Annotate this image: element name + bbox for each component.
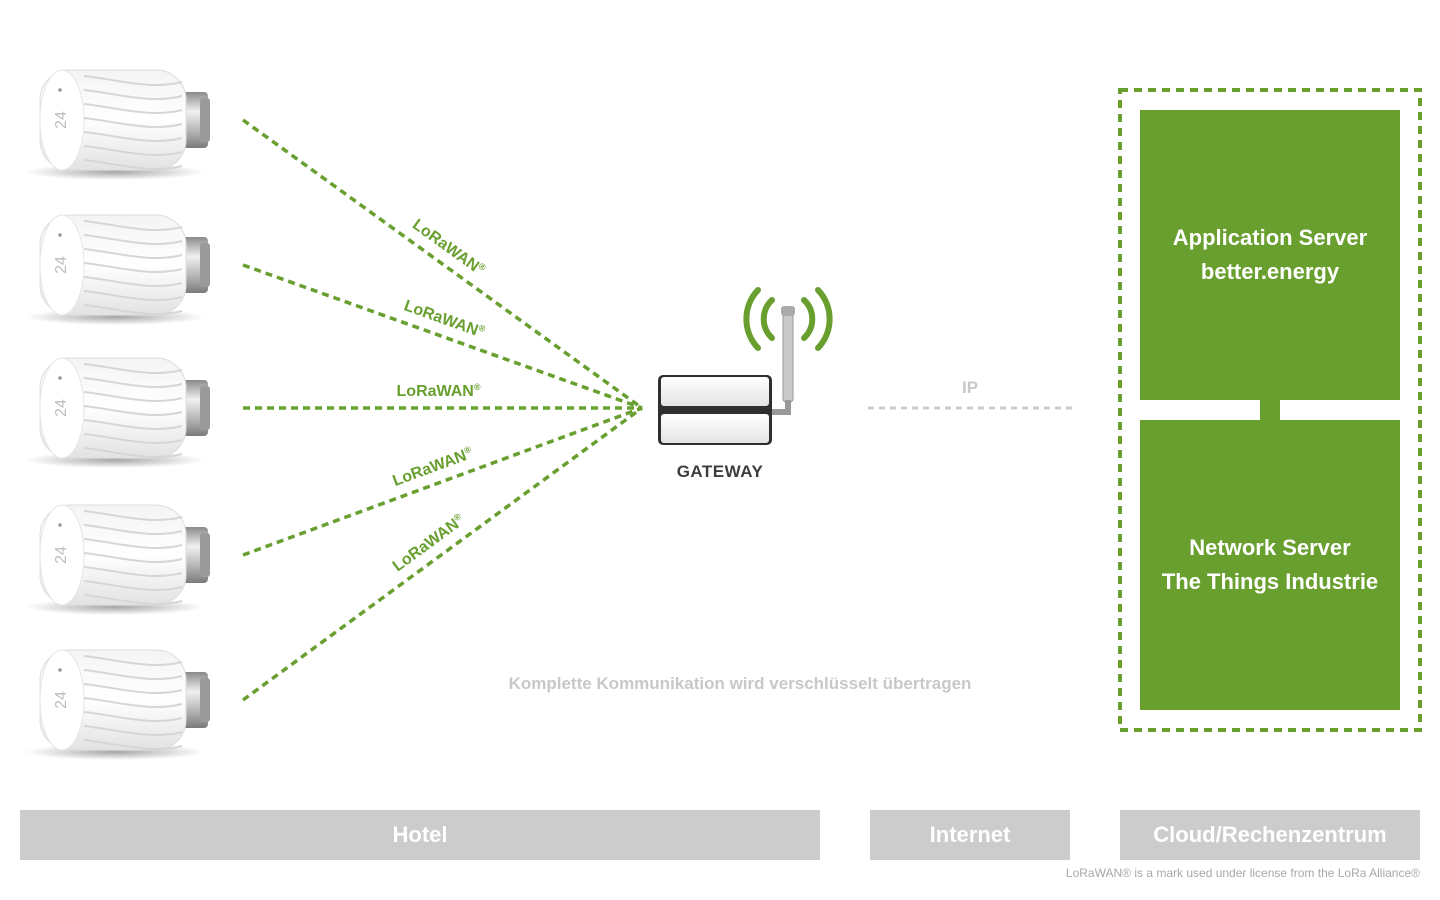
thermostat-display-value: 24 [53,399,70,417]
lorawan-label: LoRaWAN® [397,382,481,400]
trademark-footnote: LoRaWAN® is a mark used under license fr… [1065,866,1420,880]
lorawan-link-line [241,406,644,702]
server-connector [1260,398,1280,422]
thermostat-display-value: 24 [53,111,70,129]
lorawan-link-line [241,118,644,410]
lorawan-link-line [242,406,643,557]
thermostat-display-value: 24 [53,546,70,564]
gateway-label: GATEWAY [676,462,764,481]
application-server-box: Application Server better.energy [1140,110,1400,400]
encryption-caption: Komplette Kommunikation wird verschlüsse… [508,674,972,693]
lorawan-label: LoRaWAN® [390,444,475,490]
cloud-frame [1118,88,1422,732]
radiator-thermostat-icon: 24 [25,214,210,325]
zone-internet: Internet [870,810,1070,860]
thermostat-devices: 24 24 24 24 24 [25,69,210,760]
application-server-title: Application Server [1172,225,1368,250]
zone-hotel: Hotel [20,810,820,860]
lorawan-label: LoRaWAN® [402,296,487,341]
radiator-thermostat-icon: 24 [25,504,210,615]
gateway-antenna-icon [658,287,833,445]
zone-cloud: Cloud/Rechenzentrum [1120,810,1420,860]
radiator-thermostat-icon: 24 [25,69,210,180]
radiator-thermostat-icon: 24 [25,649,210,760]
thermostat-display-value: 24 [53,256,70,274]
radiator-thermostat-icon: 24 [25,357,210,468]
network-server-subtitle: The Things Industrie [1161,569,1379,594]
network-server-box: Network Server The Things Industrie [1140,420,1400,710]
lorawan-links: LoRaWAN®LoRaWAN®LoRaWAN®LoRaWAN®LoRaWAN® [241,118,644,702]
thermostat-display-value: 24 [53,691,70,709]
application-server-subtitle: better.energy [1200,259,1340,284]
lorawan-link-line [242,263,643,410]
ip-label: IP [961,378,979,397]
network-server-title: Network Server [1189,535,1351,560]
